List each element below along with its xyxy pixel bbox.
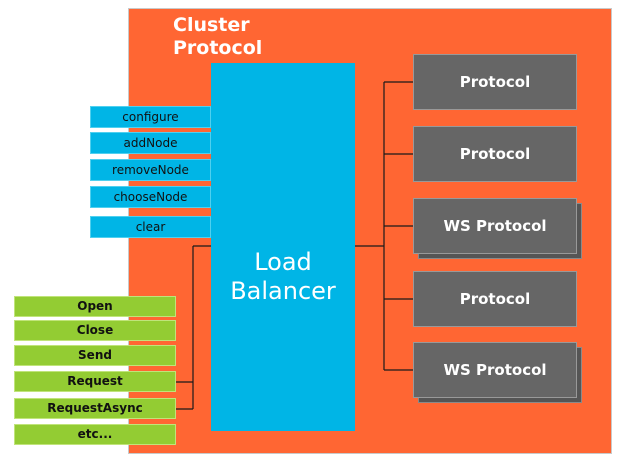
- ws-protocol-node-1: WS Protocol: [413, 198, 577, 254]
- api-send: Send: [14, 345, 176, 366]
- api-open: Open: [14, 296, 176, 317]
- method-configure: configure: [90, 106, 211, 128]
- protocol-node-1: Protocol: [413, 54, 577, 110]
- cluster-title: Cluster Protocol: [173, 14, 263, 59]
- api-etc: etc...: [14, 424, 176, 445]
- api-close: Close: [14, 320, 176, 341]
- load-balancer-box: [211, 63, 355, 431]
- protocol-node-3: Protocol: [413, 271, 577, 327]
- protocol-node-2: Protocol: [413, 126, 577, 182]
- method-clear: clear: [90, 216, 211, 238]
- method-choose-node: chooseNode: [90, 186, 211, 208]
- api-request: Request: [14, 371, 176, 392]
- load-balancer-label: Load Balancer: [230, 248, 336, 305]
- method-remove-node: removeNode: [90, 159, 211, 181]
- method-add-node: addNode: [90, 132, 211, 154]
- ws-protocol-node-2: WS Protocol: [413, 342, 577, 398]
- api-request-async: RequestAsync: [14, 398, 176, 419]
